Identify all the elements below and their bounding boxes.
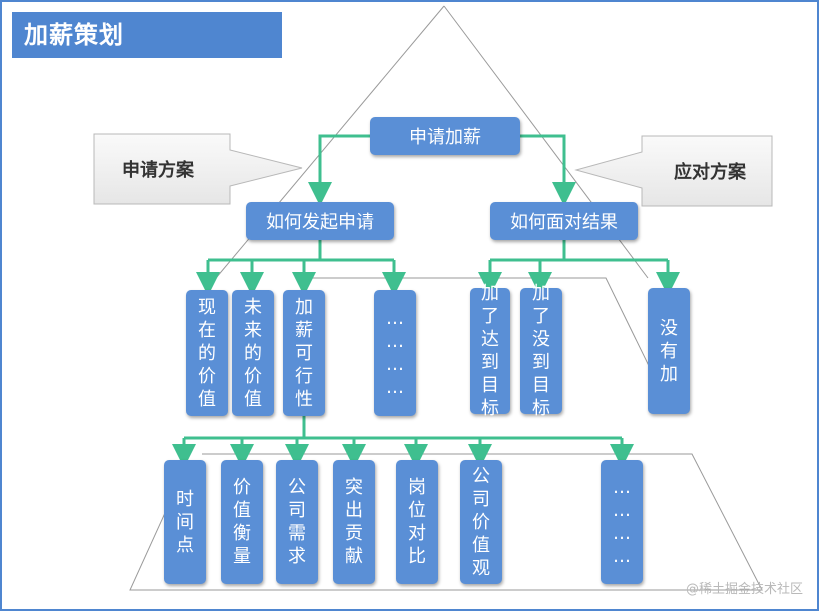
right-arrow-shape: [574, 135, 773, 207]
watermark: @稀土掘金技术社区: [685, 582, 803, 597]
node-feasibility: 加薪可行性: [283, 290, 325, 416]
left-arrow-shape: [93, 133, 303, 205]
node-top: 申请加薪: [370, 117, 520, 155]
node-future-value: 未来的价值: [232, 290, 274, 416]
connector-l2-left-trunk: [208, 240, 394, 262]
connector-top-right: [520, 134, 576, 206]
right-arrow-label: 应对方案: [674, 162, 746, 183]
node-current-value: 现在的价值: [186, 290, 228, 416]
connector-l3-trunk: [184, 416, 622, 440]
node-timing: 时间点: [164, 460, 206, 584]
node-ellipsis-l3: …………: [374, 290, 416, 416]
left-arrow-label: 申请方案: [122, 160, 194, 181]
node-raised-met-goal: 加了达到目标: [470, 283, 510, 419]
node-ellipsis-l4: …………: [601, 460, 643, 584]
node-raised-missed-goal: 加了没到目标: [520, 283, 562, 419]
node-how-face-result: 如何面对结果: [490, 202, 638, 240]
node-value-measure: 价值衡量: [221, 460, 263, 584]
connector-l2-right-trunk: [490, 240, 668, 262]
node-outstanding-contribution: 突出贡献: [333, 460, 375, 584]
node-position-comparison: 岗位对比: [396, 460, 438, 584]
node-not-raised: 没有加: [648, 288, 690, 414]
node-how-apply: 如何发起申请: [246, 202, 394, 240]
node-company-needs: 公司需求: [276, 460, 318, 584]
page-title: 加薪策划: [12, 12, 282, 58]
node-company-values: 公司价值观: [460, 460, 502, 584]
connector-top-left: [308, 134, 370, 206]
tier4-frame: [129, 453, 763, 591]
